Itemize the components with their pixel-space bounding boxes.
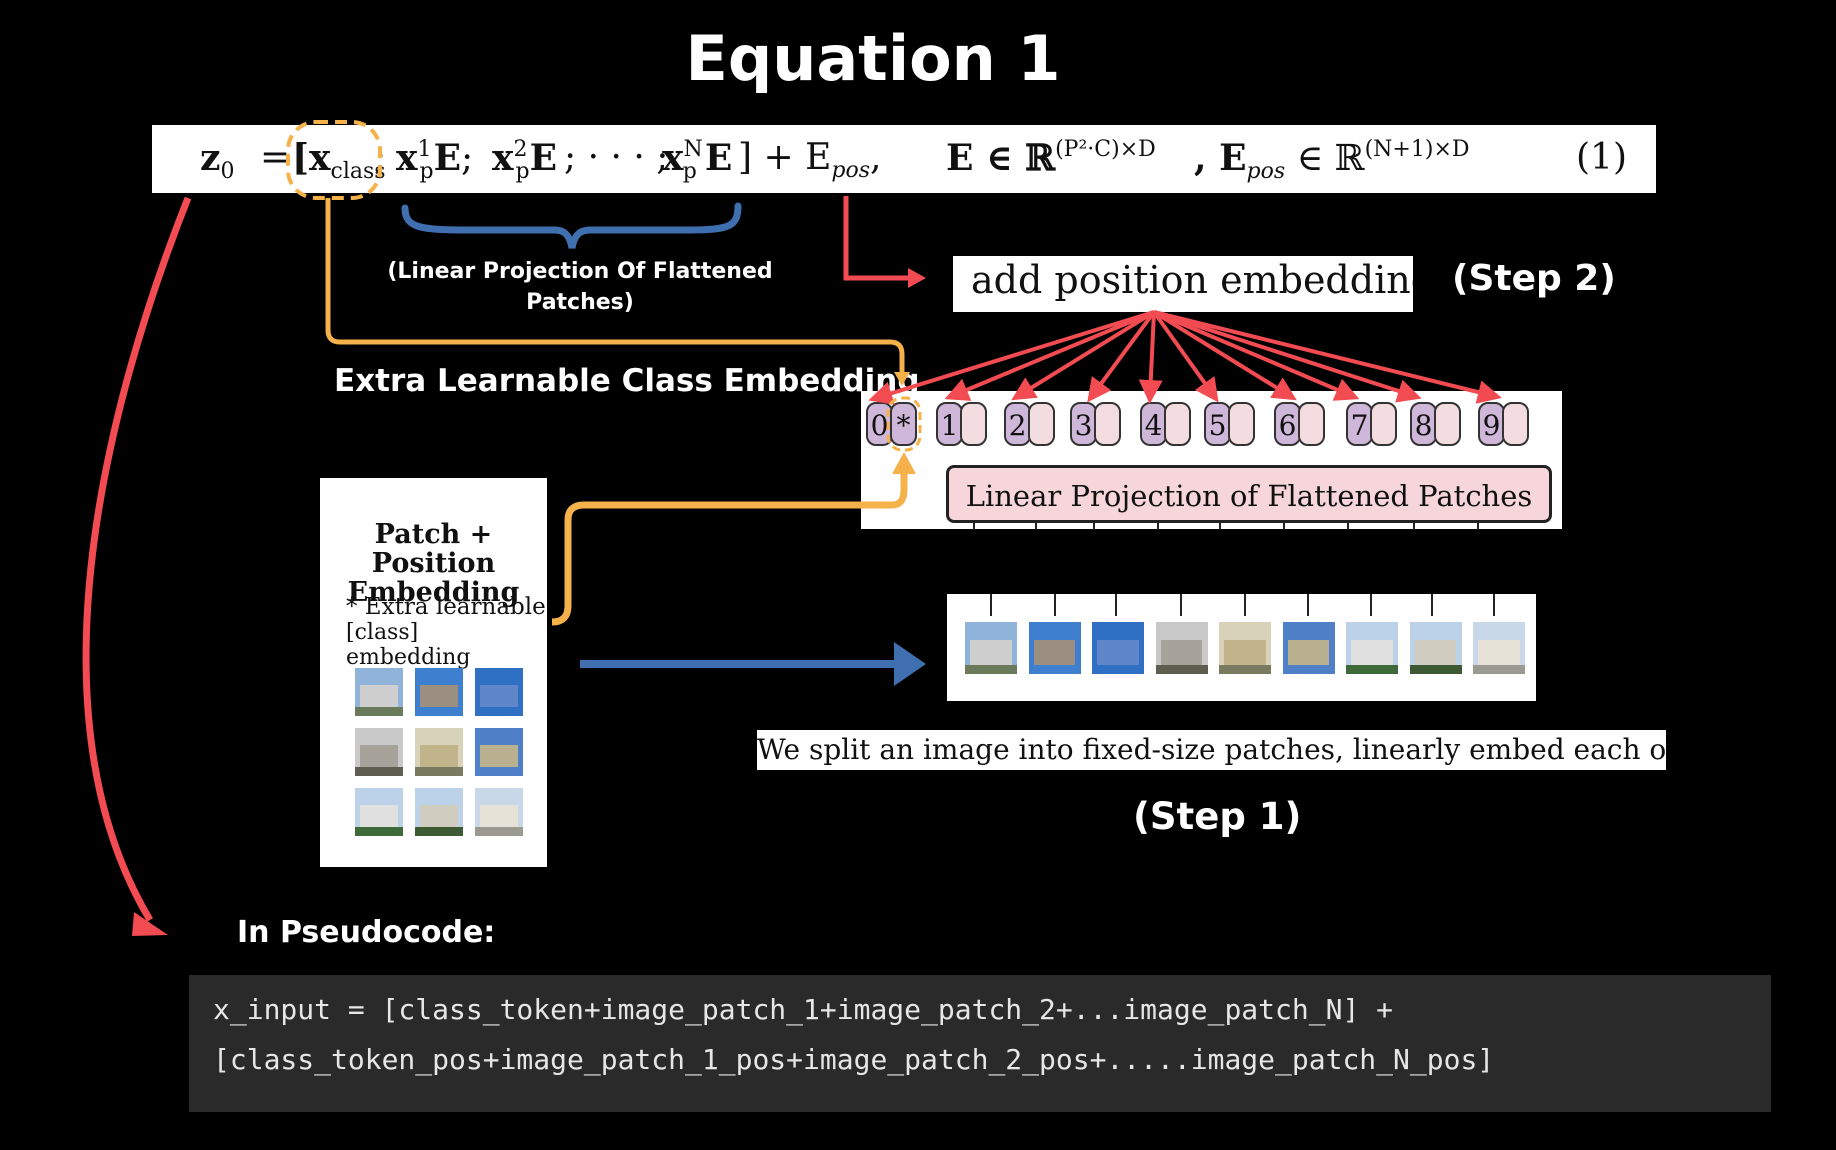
patch-strip-tile [1092, 622, 1144, 674]
xp2-term: x2pE [492, 137, 558, 184]
patch-strip-tile [1473, 622, 1525, 674]
token-3: 3 [1070, 402, 1097, 446]
arrowhead-icon [132, 912, 168, 936]
add-position-text: add position embeddings, [971, 258, 1413, 302]
pseudocode-block: x_input = [class_token+image_patch_1+ima… [189, 975, 1771, 1112]
arrowhead-icon [908, 268, 926, 288]
patch-grid-tile [475, 728, 523, 776]
patch-grid-tile [355, 728, 403, 776]
brace-label: (Linear Projection Of Flattened Patches) [387, 259, 773, 315]
token-8: 8 [1410, 402, 1437, 446]
class-token-arrow [325, 198, 905, 378]
patch-panel-note1: * Extra learnable [346, 594, 546, 620]
split-description-text: We split an image into fixed-size patche… [757, 733, 1666, 766]
patch-strip-tile [1028, 622, 1081, 674]
token-8-embed [1434, 402, 1461, 446]
token-2-embed [1028, 402, 1055, 446]
patch-strip-tile [1219, 622, 1271, 674]
z0-to-pseudocode-arrow [82, 196, 192, 922]
patch-grid-tile [355, 788, 403, 836]
add-position-box: add position embeddings, [953, 256, 1413, 312]
x-class-term: [xclass [292, 137, 386, 184]
step2-label: (Step 2) [1452, 258, 1616, 299]
token-7-embed [1370, 402, 1397, 446]
pseudocode-line-2: [class_token_pos+image_patch_1_pos+image… [213, 1043, 1495, 1076]
class-embedding-label: Extra Learnable Class Embedding [334, 363, 920, 399]
token-5-embed [1228, 402, 1255, 446]
brace-icon [401, 202, 742, 249]
linear-projection-box: Linear Projection of Flattened Patches [946, 465, 1552, 523]
pseudocode-line-1: x_input = [class_token+image_patch_1+ima… [213, 993, 1394, 1026]
diagram-title: Equation 1 [685, 22, 1061, 95]
e-in-r: E ∈ ℝ(P²·C)×D [946, 137, 1156, 179]
plus-epos: ] + Epos, [738, 137, 882, 183]
class-token-highlight [886, 396, 922, 452]
arrowhead-icon [894, 642, 926, 686]
token-6: 6 [1274, 402, 1301, 446]
patch-panel-arrow [551, 470, 908, 626]
patch-grid-tile [475, 788, 523, 836]
patch-grid-tile [415, 728, 463, 776]
split-description: We split an image into fixed-size patche… [757, 730, 1666, 770]
patch-strip-tile [1282, 622, 1335, 674]
x-class-highlight [286, 120, 382, 200]
patch-grid-tile [415, 788, 463, 836]
patch-panel-title-line2: Embedding [347, 577, 520, 608]
patch-strip-tile [1346, 622, 1398, 674]
arrowhead-icon [894, 372, 910, 386]
token-1-embed [960, 402, 987, 446]
patch-panel-note2: [class] embedding [346, 620, 471, 670]
equation-number: (1) [1576, 137, 1627, 178]
position-embedding-arrows [868, 310, 1502, 405]
patch-panel-title-line1: Patch + Position [371, 519, 496, 579]
xp1-term: x1pE; [396, 137, 474, 184]
epos-arrow [843, 196, 912, 281]
token-class: * [890, 402, 917, 446]
patch-grid-tile [355, 668, 403, 716]
token-7: 7 [1346, 402, 1373, 446]
arrowhead-icon [892, 452, 916, 474]
patch-grid-tile [415, 668, 463, 716]
token-9-embed [1502, 402, 1529, 446]
patch-panel-title: Patch + Position Embedding [320, 520, 547, 607]
patch-strip-tile [1409, 622, 1462, 674]
pseudocode-label: In Pseudocode: [237, 915, 496, 950]
step1-label: (Step 1) [1133, 795, 1302, 838]
epos-in-r: , Epos ∈ ℝ(N+1)×D [1194, 137, 1470, 184]
token-3-embed [1094, 402, 1121, 446]
patch-grid-tile [475, 668, 523, 716]
connector-ticks [973, 523, 1495, 616]
patch-strip-tile [1155, 622, 1208, 674]
z0-term: z0 [200, 137, 235, 184]
dots: ; · · · ; [564, 137, 669, 178]
token-6-embed [1298, 402, 1325, 446]
token-2: 2 [1004, 402, 1031, 446]
token-4-embed [1164, 402, 1191, 446]
equals-sign: = [260, 137, 291, 178]
patch-strip-tile [965, 622, 1017, 674]
